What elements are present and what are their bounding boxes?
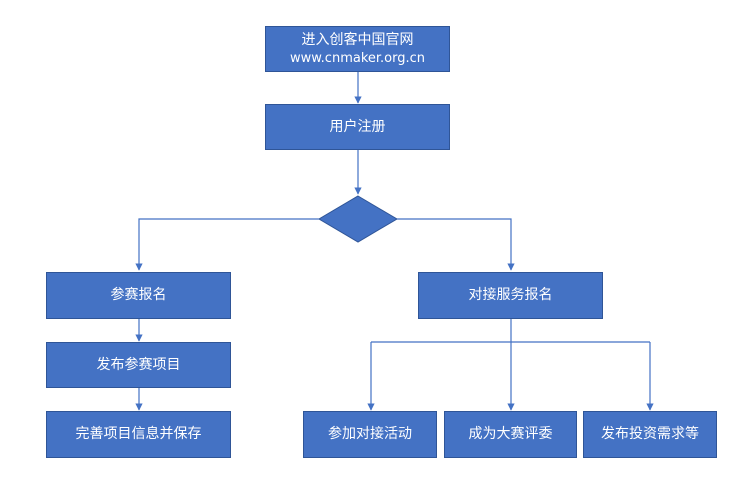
decision-diamond (318, 195, 398, 243)
node-publish-needs: 发布投资需求等 (583, 411, 717, 458)
arrow-decision-to-competition-signup (135, 218, 319, 271)
node-competition-signup-label: 参赛报名 (110, 287, 167, 304)
node-complete-save: 完善项目信息并保存 (46, 411, 231, 458)
node-start: 进入创客中国官网 www.cnmaker.org.cn (265, 26, 450, 72)
node-join-activity: 参加对接活动 (303, 411, 437, 458)
node-publish-project: 发布参赛项目 (46, 342, 231, 388)
node-register: 用户注册 (265, 104, 450, 150)
node-complete-save-label: 完善项目信息并保存 (75, 426, 202, 443)
node-publish-needs-label: 发布投资需求等 (601, 426, 699, 443)
arrow-decision-to-service-signup (397, 218, 515, 271)
node-service-signup: 对接服务报名 (418, 272, 603, 319)
node-become-judge-label: 成为大赛评委 (468, 426, 553, 443)
node-publish-project-label: 发布参赛项目 (96, 356, 181, 373)
node-start-url: www.cnmaker.org.cn (289, 50, 426, 66)
node-start-title: 进入创客中国官网 (301, 31, 414, 48)
node-become-judge: 成为大赛评委 (444, 411, 577, 458)
node-join-activity-label: 参加对接活动 (328, 426, 412, 443)
node-service-signup-label: 对接服务报名 (468, 287, 553, 304)
node-competition-signup: 参赛报名 (46, 272, 231, 319)
node-register-label: 用户注册 (329, 118, 386, 135)
